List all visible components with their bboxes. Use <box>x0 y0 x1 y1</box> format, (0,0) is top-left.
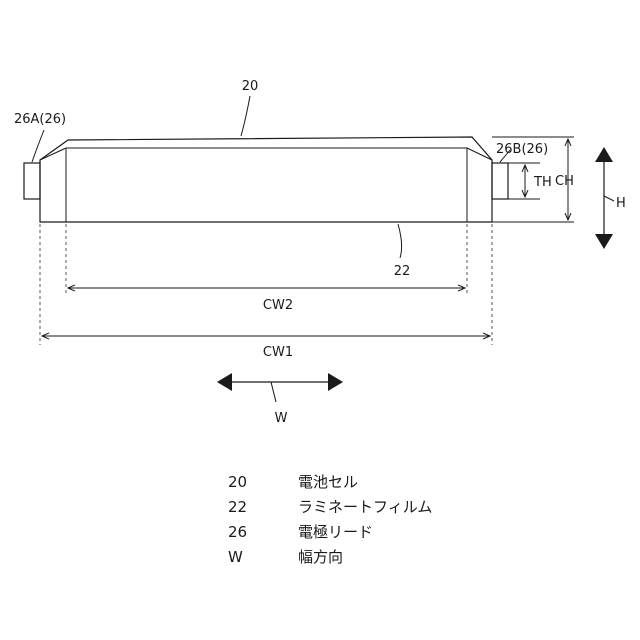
label-cell: 20 <box>242 79 259 94</box>
legend-desc: 幅方向 <box>298 548 343 566</box>
legend-desc: 電極リード <box>298 523 373 541</box>
dimension-cw2: CW2 <box>68 288 465 313</box>
cell-body <box>40 137 492 222</box>
label-h: H <box>616 196 626 211</box>
electrode-lead-right <box>492 163 508 199</box>
width-direction-arrow: W <box>218 382 342 426</box>
legend-code: 22 <box>228 498 247 516</box>
label-th: TH <box>533 175 552 190</box>
leader-lead-a <box>32 130 44 162</box>
legend-code: W <box>228 548 243 566</box>
legend-desc: ラミネートフィルム <box>298 498 432 516</box>
label-ch: CH <box>555 174 574 189</box>
label-cw2: CW2 <box>263 298 293 313</box>
legend: 20 電池セル 22 ラミネートフィルム 26 電極リード W 幅方向 <box>228 473 432 566</box>
dimension-cw1: CW1 <box>42 336 490 360</box>
label-cw1: CW1 <box>263 345 293 360</box>
label-lead-a: 26A(26) <box>14 112 66 127</box>
legend-code: 20 <box>228 473 247 491</box>
dimension-th: TH <box>508 163 552 199</box>
label-w: W <box>275 411 288 426</box>
leader-film <box>398 224 402 258</box>
leader-cell <box>241 96 250 136</box>
legend-code: 26 <box>228 523 247 541</box>
height-direction-arrow: H <box>604 148 626 248</box>
label-lead-b: 26B(26) <box>496 142 548 157</box>
legend-desc: 電池セル <box>298 473 358 491</box>
label-film: 22 <box>394 264 411 279</box>
electrode-lead-left <box>24 163 40 199</box>
